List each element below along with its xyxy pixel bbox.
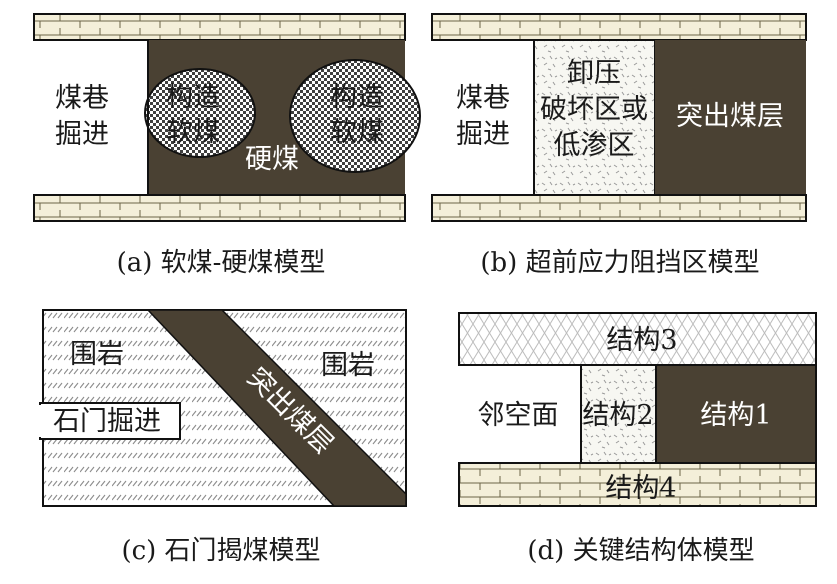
panel-c-tunnel-label: 石门掘进 — [53, 406, 161, 437]
panel-a-soft-coal-right-label-1: 构造 — [330, 82, 384, 113]
panel-b-zone-label-2: 破坏区或 — [540, 94, 648, 125]
panel-c-rock-left-label: 围岩 — [70, 339, 124, 370]
panel-d-structure-3-label: 结构3 — [606, 325, 677, 356]
panel-d-structure-4-label: 结构4 — [605, 473, 676, 504]
panel-d-caption: (d) 关键结构体模型 — [527, 536, 754, 566]
panel-a-hard-coal-label: 硬煤 — [245, 144, 299, 175]
panel-b-caption: (b) 超前应力阻挡区模型 — [480, 248, 759, 278]
panel-b-floor — [432, 195, 806, 221]
panel-a-soft-coal-left-label-2: 软煤 — [166, 117, 220, 148]
panel-d-structure-1-label: 结构1 — [700, 400, 771, 431]
panel-a-floor — [34, 195, 405, 221]
panel-a-roof — [34, 14, 405, 40]
panel-b-zone-label-3: 低渗区 — [554, 130, 635, 161]
panel-a-soft-coal-left-label-1: 构造 — [166, 82, 220, 113]
panel-c-tunnel-mask — [38, 405, 44, 437]
panel-c: 围岩 围岩 石门掘进 突出煤层 (c) 石门揭煤模型 — [38, 310, 406, 566]
panel-d-free-face-label: 邻空面 — [478, 400, 559, 431]
panel-a-soft-coal-right — [290, 60, 420, 172]
panel-a-roadway-label-1: 煤巷 — [55, 83, 109, 114]
panel-d: 结构3 邻空面 结构2 结构1 结构4 (d) 关键结构体模型 — [459, 313, 816, 566]
panel-d-structure-2-label: 结构2 — [582, 400, 653, 431]
panel-a: 煤巷 掘进 构造 软煤 构造 软煤 硬煤 (a) 软煤-硬煤模型 — [34, 14, 420, 278]
panel-a-soft-coal-right-label-2: 软煤 — [330, 117, 384, 148]
panel-b: 煤巷 掘进 卸压 破坏区或 低渗区 突出煤层 (b) 超前应力阻挡区模型 — [432, 14, 806, 278]
panel-b-roadway-label-1: 煤巷 — [456, 83, 510, 114]
panel-b-outburst-label: 突出煤层 — [676, 101, 784, 132]
panel-c-caption: (c) 石门揭煤模型 — [121, 536, 320, 566]
panel-a-roadway-label-2: 掘进 — [55, 119, 109, 150]
panel-c-rock-right-label: 围岩 — [321, 350, 375, 381]
panel-b-roof — [432, 14, 806, 40]
panel-a-caption: (a) 软煤-硬煤模型 — [117, 248, 326, 278]
panel-b-zone-label-1: 卸压 — [567, 58, 621, 89]
panel-b-roadway-label-2: 掘进 — [456, 119, 510, 150]
